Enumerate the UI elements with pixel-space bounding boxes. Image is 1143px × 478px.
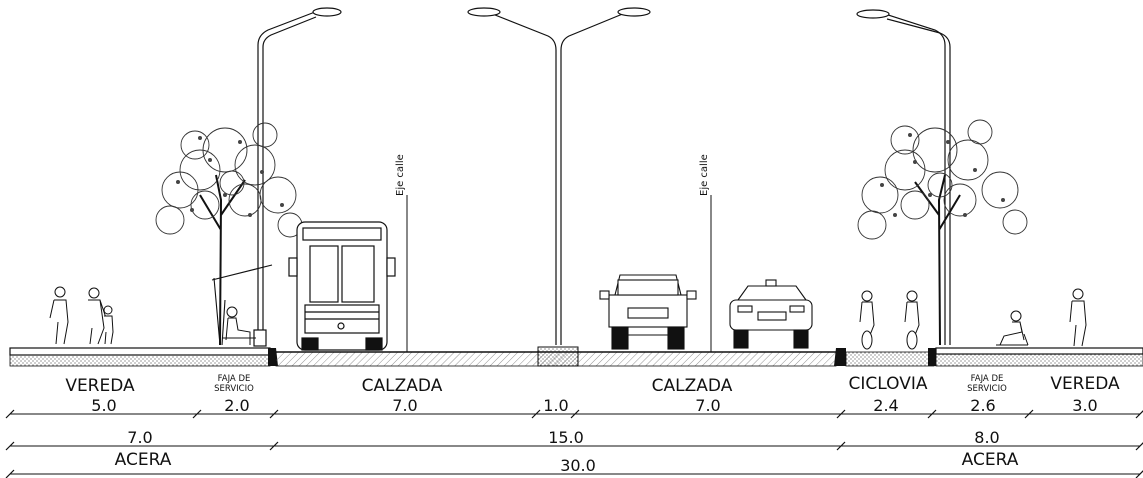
group-label-acera-right: ACERA — [962, 450, 1019, 470]
axis-label-right: Eje calle — [699, 154, 710, 196]
right-sidewalk-surface — [935, 347, 1143, 355]
seated-person-right — [996, 310, 1029, 346]
dim-total: 30.0 — [560, 456, 596, 475]
pickup-truck — [599, 274, 697, 350]
left-sidewalk-base — [9, 354, 271, 367]
dim-vereda-left: 5.0 — [91, 396, 116, 415]
left-curb — [268, 348, 278, 366]
dim-ciclovia: 2.4 — [873, 396, 898, 415]
segment-label-calzada-right: CALZADA — [652, 376, 733, 396]
segment-label-faja-left-1: FAJA DE — [218, 374, 251, 384]
dimension-values-groups: 7.0 ACERA 15.0 8.0 ACERA — [115, 428, 1019, 470]
segment-label-faja-right-2: SERVICIO — [967, 384, 1007, 394]
dim-acera-right: 8.0 — [974, 428, 999, 447]
bus — [288, 221, 396, 351]
segment-label-faja-left-2: SERVICIO — [214, 384, 254, 394]
seated-person-left — [222, 306, 256, 345]
segment-labels: VEREDA FAJA DE SERVICIO CALZADA CALZADA … — [65, 374, 1120, 396]
axis-label-left: Eje calle — [395, 154, 406, 196]
dimension-row-segments — [5, 409, 1143, 419]
left-sidewalk-surface — [9, 347, 271, 356]
car — [729, 279, 813, 349]
dim-vereda-right: 3.0 — [1072, 396, 1097, 415]
dim-calzada-right: 7.0 — [695, 396, 720, 415]
segment-label-ciclovia: CICLOVIA — [849, 374, 928, 394]
street-lamp-right — [856, 9, 951, 345]
dim-calzada-left: 7.0 — [392, 396, 417, 415]
segment-label-vereda-right: VEREDA — [1050, 374, 1120, 394]
segment-label-faja-right-1: FAJA DE — [971, 374, 1004, 384]
bike-lane-curb — [928, 348, 936, 366]
segment-label-vereda-left: VEREDA — [65, 376, 135, 396]
dim-acera-left: 7.0 — [127, 428, 152, 447]
bike-lane — [845, 351, 935, 367]
dim-central: 15.0 — [548, 428, 584, 447]
cyclists — [859, 290, 920, 350]
segment-label-calzada-left: CALZADA — [362, 376, 443, 396]
dim-faja-left: 2.0 — [224, 396, 249, 415]
group-label-acera-left: ACERA — [115, 450, 172, 470]
street-lamp-center — [467, 7, 651, 345]
right-sidewalk-base — [935, 353, 1143, 367]
street-axis-right: Eje calle — [699, 154, 712, 352]
pedestrians-group — [49, 286, 114, 345]
ground — [9, 346, 1143, 367]
median — [537, 346, 579, 367]
dim-faja-right: 2.6 — [970, 396, 995, 415]
dim-median: 1.0 — [543, 396, 568, 415]
street-axis-left: Eje calle — [395, 154, 408, 352]
right-curb — [834, 348, 846, 366]
tree-right — [857, 119, 1028, 346]
dimension-values-segments: 5.0 2.0 7.0 1.0 7.0 2.4 2.6 3.0 — [91, 396, 1097, 415]
walking-pedestrian-right — [1069, 288, 1087, 347]
